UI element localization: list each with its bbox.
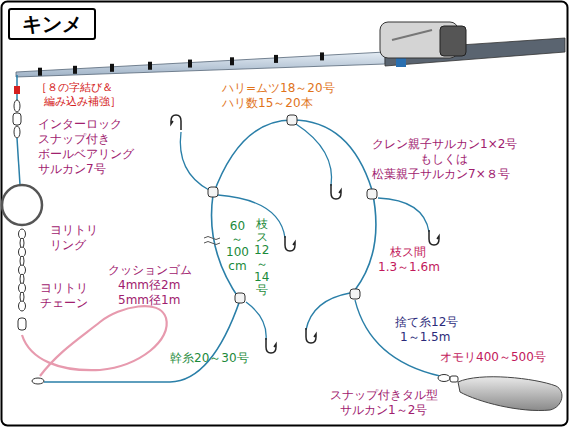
knot bbox=[14, 86, 20, 94]
vertical-label: 60～100cm bbox=[226, 220, 249, 273]
callout-label: もしくは bbox=[420, 153, 468, 167]
reel-side bbox=[440, 26, 466, 56]
swivel bbox=[235, 293, 245, 303]
swivel bbox=[18, 318, 26, 330]
swivel bbox=[287, 115, 297, 125]
callout-label: ［８の字結び＆ bbox=[36, 82, 113, 95]
line bbox=[17, 138, 20, 185]
callout-label: サルカン7号 bbox=[38, 163, 106, 177]
swivel bbox=[208, 187, 218, 197]
callout-label: 1.3～1.6m bbox=[378, 261, 440, 275]
rod-guide bbox=[148, 62, 152, 70]
rod-guides bbox=[38, 52, 324, 75]
reel-seat bbox=[396, 58, 406, 67]
callout-label: 4mm径2m bbox=[118, 279, 180, 293]
callout-label: チェーン bbox=[40, 297, 88, 311]
callout-label: 枝ス間 bbox=[390, 246, 426, 260]
hook bbox=[171, 115, 181, 130]
yoritori-chain bbox=[18, 229, 26, 330]
callout-label: ハリ=ムツ18～20号 bbox=[222, 82, 335, 96]
callout-label: ハリ数15～20本 bbox=[222, 97, 313, 111]
callout-label: リング bbox=[50, 239, 86, 253]
title-text: キンメ bbox=[22, 12, 82, 36]
callout-label: ヨリトリ bbox=[50, 224, 98, 238]
swivel bbox=[32, 378, 44, 384]
rod-guide bbox=[320, 52, 324, 60]
callout-label: クレン親子サルカン1×2号 bbox=[372, 138, 517, 152]
cushion-rubber bbox=[22, 306, 167, 376]
yoritori-ring bbox=[2, 185, 42, 225]
rod-guide bbox=[188, 60, 192, 68]
hook bbox=[266, 338, 276, 353]
barrel-snap-swivel bbox=[438, 375, 458, 383]
callout-label: ヨリトリ bbox=[40, 282, 88, 296]
callout-label: 編み込み補強］ bbox=[44, 96, 121, 109]
rod-guide bbox=[110, 64, 114, 72]
rod bbox=[16, 52, 385, 77]
callout-label: 5mm径1m bbox=[118, 294, 180, 308]
callout-label: スナップ付き bbox=[38, 133, 110, 147]
rod-guide bbox=[38, 68, 42, 76]
snap-swivel bbox=[13, 100, 21, 138]
callout-label: インターロック bbox=[38, 118, 122, 132]
three-way-swivels bbox=[208, 115, 377, 303]
rod-guide bbox=[274, 55, 278, 63]
hook bbox=[331, 184, 341, 199]
callout-label: オモリ400～500号 bbox=[440, 351, 546, 365]
vertical-label: 枝ス12～14号 bbox=[254, 218, 269, 297]
callout-label: 幹糸20～30号 bbox=[170, 352, 249, 366]
sinker bbox=[458, 377, 562, 411]
callout-label: 松葉親子サルカン7×８号 bbox=[372, 168, 510, 182]
hook bbox=[306, 328, 316, 343]
title-box: キンメ bbox=[8, 8, 96, 40]
hook bbox=[429, 230, 439, 245]
callout-label: 捨て糸12号 bbox=[395, 316, 458, 330]
callout-label: ボールベアリング bbox=[38, 148, 134, 162]
rod-guide bbox=[73, 66, 77, 74]
swivel bbox=[367, 189, 377, 199]
callout-label: サルカン1～2号 bbox=[340, 404, 427, 418]
reel-detail bbox=[392, 30, 432, 40]
chain-link bbox=[19, 301, 26, 311]
callout-label: 1～1.5m bbox=[400, 331, 450, 345]
rod-guide bbox=[230, 57, 234, 65]
hook bbox=[285, 236, 295, 251]
break-mark bbox=[204, 237, 220, 245]
callout-label: スナップ付きタル型 bbox=[330, 389, 438, 403]
callout-label: クッションゴム bbox=[108, 264, 192, 278]
swivel bbox=[350, 289, 360, 299]
